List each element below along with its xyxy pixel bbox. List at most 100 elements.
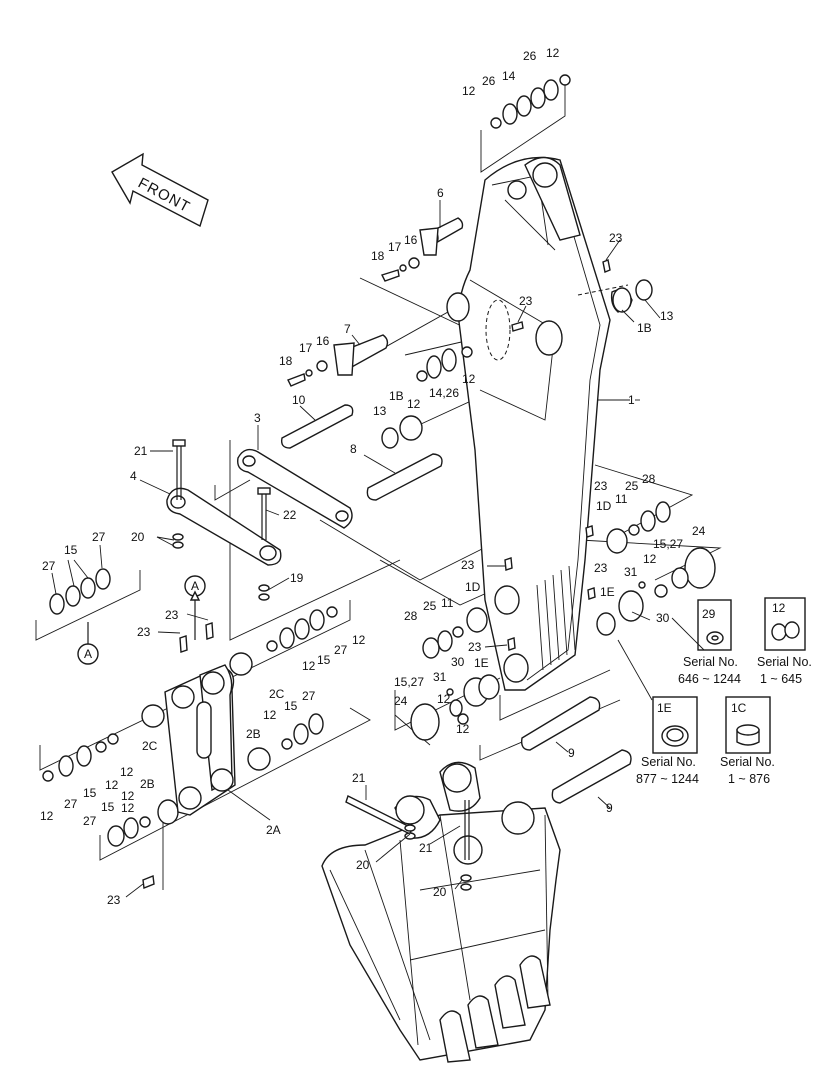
label-14-26: 14,26 [429, 386, 459, 400]
label-7: 7 [344, 322, 351, 336]
grease-nipples-left [142, 622, 214, 889]
bolts-link [172, 439, 271, 601]
label-12: 12 [40, 809, 54, 823]
label-27: 27 [92, 530, 106, 544]
label-11: 11 [441, 596, 454, 610]
serial-1e-prefix: Serial No. [641, 755, 696, 769]
serial-1c-range: 1 ~ 876 [728, 772, 770, 786]
link-4 [166, 487, 282, 566]
label-12: 12 [120, 765, 134, 779]
label-15: 15 [64, 543, 78, 557]
label-15-27: 15,27 [653, 537, 683, 551]
label-18: 18 [279, 354, 293, 368]
label-15: 15 [284, 699, 298, 713]
label-15: 15 [317, 653, 331, 667]
label-12: 12 [352, 633, 366, 647]
label-31: 31 [433, 670, 447, 684]
label-12: 12 [121, 801, 135, 815]
label-6: 6 [437, 186, 444, 200]
serial-12-prefix: Serial No. [757, 655, 812, 669]
label-12: 12 [121, 789, 135, 803]
label-23: 23 [137, 625, 151, 639]
label-1: 1 [628, 393, 635, 407]
washer-stack-right [585, 501, 716, 636]
serial-29-range: 646 ~ 1244 [678, 672, 741, 686]
label-23: 23 [107, 893, 121, 907]
label-4: 4 [130, 469, 137, 483]
front-arrow: FRONT [111, 152, 209, 228]
label-24: 24 [394, 694, 408, 708]
label-27: 27 [302, 689, 316, 703]
label-30: 30 [451, 655, 465, 669]
label-23: 23 [519, 294, 533, 308]
label-23: 23 [461, 558, 475, 572]
label-3: 3 [254, 411, 261, 425]
label-8: 8 [350, 442, 357, 456]
pin-7 [333, 334, 389, 376]
label-12: 12 [437, 692, 451, 706]
label-22: 22 [283, 508, 297, 522]
label-13: 13 [373, 404, 387, 418]
bushing-1b-right [511, 259, 653, 332]
label-30: 30 [656, 611, 670, 625]
label-18: 18 [371, 249, 385, 263]
label-2a: 2A [266, 823, 281, 837]
label-23: 23 [609, 231, 623, 245]
label-20: 20 [131, 530, 145, 544]
label-10: 10 [292, 393, 306, 407]
label-15: 15 [83, 786, 97, 800]
label-12: 12 [462, 84, 476, 98]
label-19: 19 [290, 571, 304, 585]
label-2c: 2C [142, 739, 158, 753]
label-23: 23 [468, 640, 482, 654]
bucket [321, 761, 561, 1063]
boom-arm [446, 156, 629, 691]
pin-6 [419, 217, 464, 256]
label-16: 16 [316, 334, 330, 348]
label-27: 27 [64, 797, 78, 811]
pin-9-upper [520, 696, 601, 751]
link-3 [237, 448, 353, 529]
washer-stack-detail-a [49, 568, 111, 615]
label-15: 15 [101, 800, 115, 814]
label-13: 13 [660, 309, 674, 323]
serial-box-12: 12 Serial No. 1 ~ 645 [757, 597, 812, 686]
label-2c: 2C [269, 687, 285, 701]
detail-a-bottom: A [84, 647, 92, 661]
label-24: 24 [692, 524, 706, 538]
label-1d: 1D [596, 499, 612, 513]
serial-29-prefix: Serial No. [683, 655, 738, 669]
label-12: 12 [643, 552, 657, 566]
label-2b: 2B [140, 777, 155, 791]
label-21: 21 [134, 444, 148, 458]
bolts-upper [287, 257, 420, 387]
label-12: 12 [302, 659, 316, 673]
detail-a-top: A [191, 579, 199, 593]
serial-box-1c-label: 1C [731, 701, 747, 715]
label-20: 20 [433, 885, 447, 899]
label-31: 31 [624, 565, 638, 579]
label-28: 28 [642, 472, 656, 486]
label-14: 14 [502, 69, 516, 83]
label-1e: 1E [474, 656, 489, 670]
label-27: 27 [334, 643, 348, 657]
label-1b: 1B [637, 321, 652, 335]
label-1e: 1E [600, 585, 615, 599]
label-21: 21 [352, 771, 366, 785]
label-23: 23 [165, 608, 179, 622]
serial-1e-range: 877 ~ 1244 [636, 772, 699, 786]
label-27: 27 [42, 559, 56, 573]
label-9: 9 [606, 801, 613, 815]
label-12: 12 [546, 46, 560, 60]
washer-stack-mid [381, 346, 473, 449]
label-12: 12 [105, 778, 119, 792]
label-20: 20 [356, 858, 370, 872]
label-12: 12 [462, 372, 476, 386]
pin-10 [280, 404, 354, 449]
serial-box-1e: 1E Serial No. 877 ~ 1244 [636, 696, 699, 786]
callout-leaders [51, 200, 705, 898]
label-26: 26 [523, 49, 537, 63]
label-2b: 2B [246, 727, 261, 741]
label-27: 27 [83, 814, 97, 828]
